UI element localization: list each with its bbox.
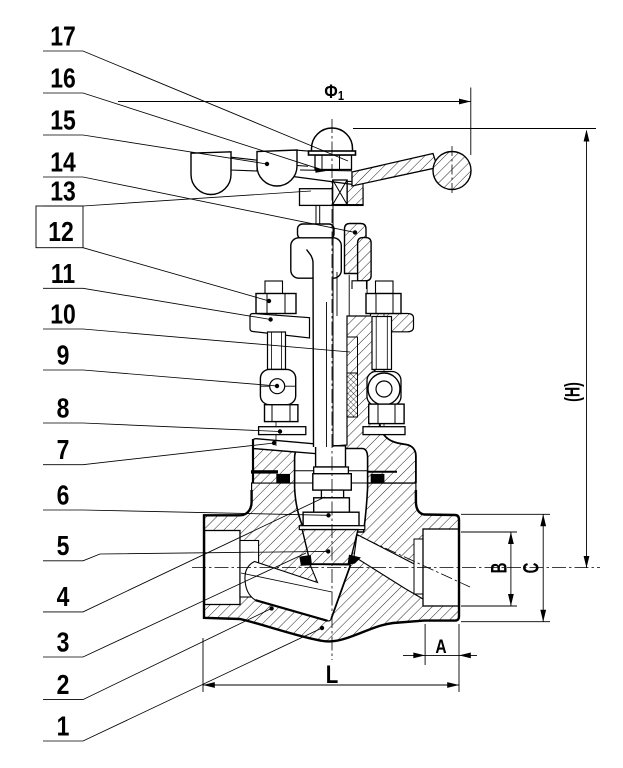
svg-text:1: 1	[338, 88, 344, 103]
svg-text:4: 4	[57, 582, 70, 613]
svg-text:3: 3	[57, 627, 70, 658]
svg-text:C: C	[518, 562, 543, 573]
svg-text:1: 1	[57, 711, 70, 742]
svg-text:(H): (H)	[561, 382, 584, 402]
svg-text:8: 8	[57, 393, 70, 424]
svg-text:7: 7	[57, 435, 70, 466]
svg-text:B: B	[486, 563, 511, 574]
svg-text:6: 6	[57, 480, 70, 511]
svg-text:9: 9	[57, 340, 70, 371]
svg-text:A: A	[435, 636, 447, 658]
svg-text:2: 2	[57, 670, 70, 701]
svg-text:17: 17	[50, 21, 76, 52]
svg-text:15: 15	[50, 105, 76, 136]
svg-text:10: 10	[50, 299, 76, 330]
svg-text:L: L	[326, 660, 339, 688]
svg-text:11: 11	[51, 259, 75, 290]
svg-text:5: 5	[57, 531, 70, 562]
svg-text:16: 16	[50, 63, 76, 94]
svg-text:Φ: Φ	[324, 81, 337, 103]
svg-text:13: 13	[50, 176, 76, 207]
svg-text:14: 14	[50, 147, 76, 178]
svg-text:12: 12	[48, 217, 74, 248]
